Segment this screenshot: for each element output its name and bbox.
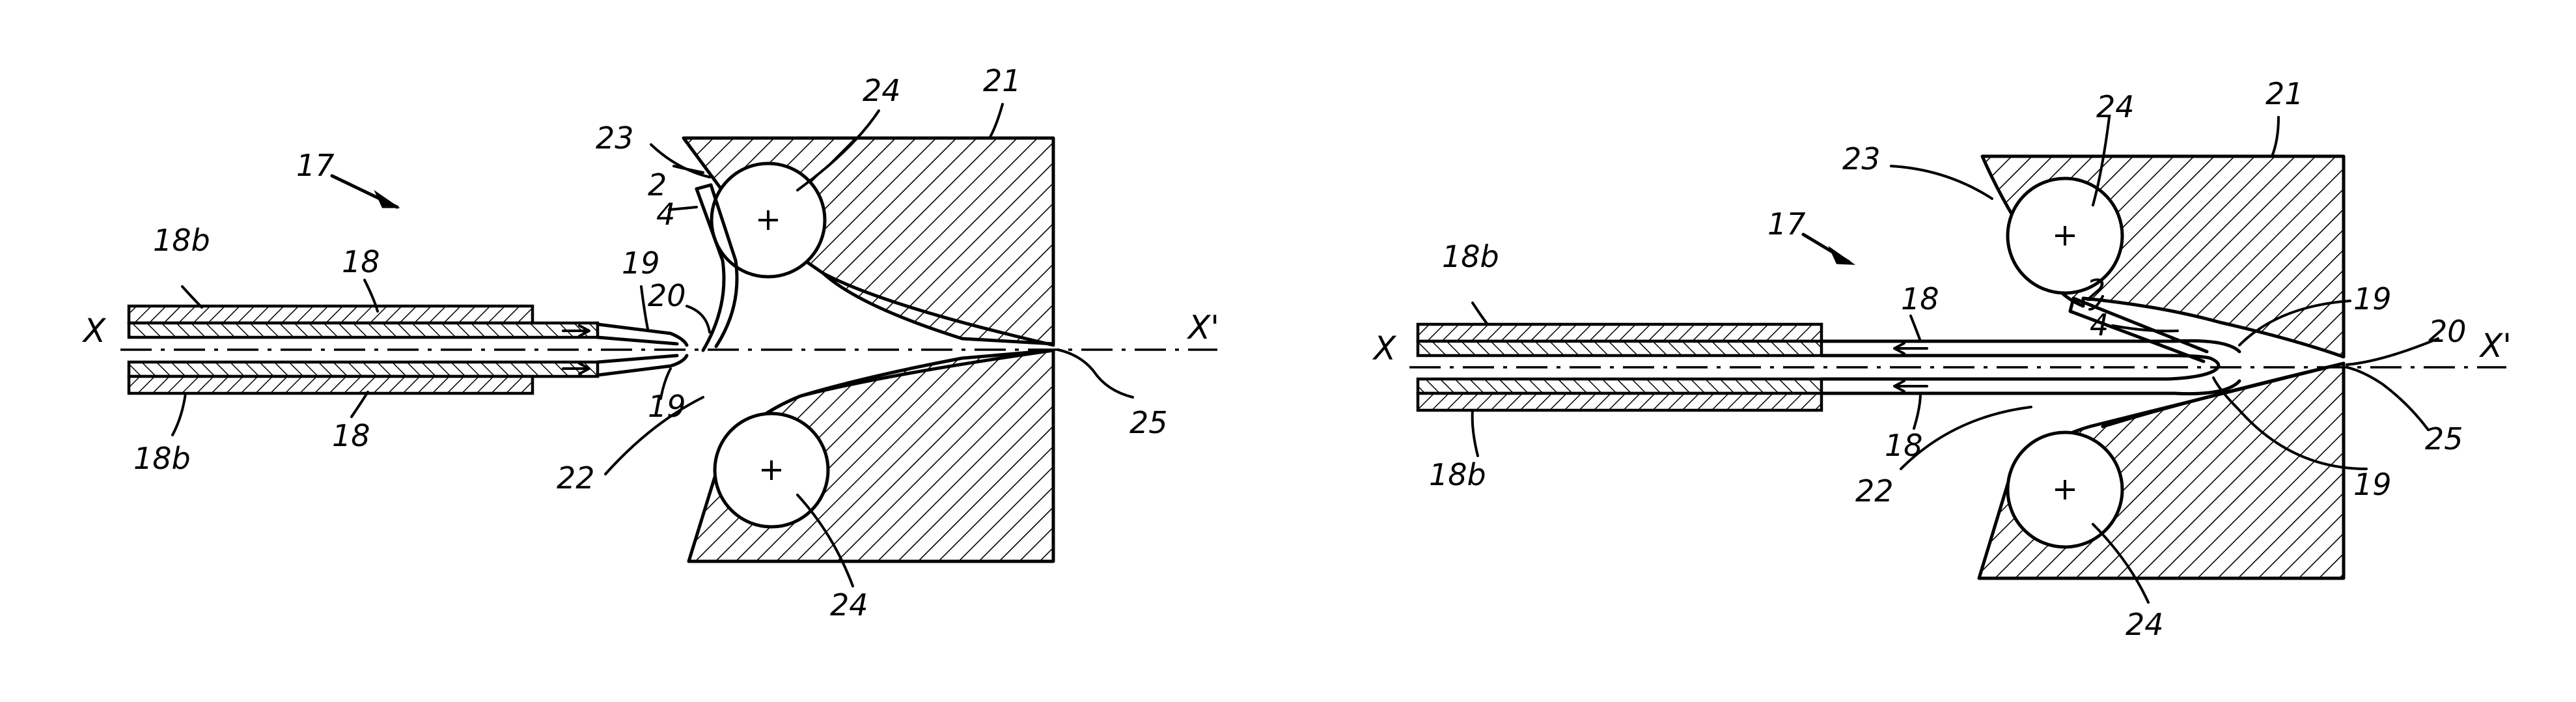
ref-23: 23	[596, 120, 634, 156]
ref-18b-top: 18b	[153, 223, 210, 258]
ref-25: 25	[1129, 405, 1168, 440]
ref-18-bottom: 18	[332, 418, 370, 453]
ref-21: 21	[2265, 76, 2304, 111]
ref-x: X	[1372, 330, 1397, 367]
ref-4: 4	[656, 197, 675, 232]
ref-19-top: 19	[2353, 281, 2392, 316]
ref-17: 17	[296, 148, 335, 183]
ref-17: 17	[1767, 206, 1806, 242]
ref-18b-top: 18b	[1442, 239, 1499, 274]
figure-right: 17 18b 18 18 18b X X' 19 20 19 2 4 23 24…	[1372, 76, 2512, 642]
ref-18b-bottom: 18b	[1429, 457, 1486, 492]
ref-18-top: 18	[342, 244, 380, 279]
ref-21: 21	[983, 63, 1021, 98]
ref-24-bottom: 24	[2126, 607, 2164, 642]
ref-19-bottom: 19	[2353, 467, 2392, 502]
ref-4: 4	[2090, 307, 2109, 343]
ref-25: 25	[2425, 421, 2463, 456]
outer-layer-lower	[129, 376, 533, 393]
ref-20: 20	[648, 278, 686, 313]
ref-18-top: 18	[1901, 281, 1939, 316]
ref-x: X	[81, 312, 107, 350]
inner-layer-lower	[1418, 379, 1821, 393]
ref-19-bottom: 19	[648, 389, 686, 424]
ref-20: 20	[2428, 314, 2467, 349]
ref-2: 2	[2086, 273, 2105, 308]
ref-x-prime: X'	[1186, 309, 1219, 346]
ref-18-bottom: 18	[1885, 428, 1923, 463]
inner-layer-upper	[129, 323, 598, 337]
inner-layer-upper	[1418, 341, 1821, 356]
ref-24-bottom: 24	[830, 587, 868, 623]
ref-23: 23	[1842, 141, 1881, 176]
figure-left: 17 18b 18 18 18b X X' 19 20 19 2 4 23 24…	[81, 63, 1219, 623]
outer-layer-lower	[1418, 393, 1821, 410]
inner-layer-lower	[129, 362, 598, 376]
outer-layer-upper	[1418, 324, 1821, 341]
ref-24-top: 24	[863, 73, 901, 108]
ref-22: 22	[557, 460, 595, 496]
outer-layer-upper	[129, 306, 533, 323]
ref-x-prime: X'	[2478, 327, 2512, 365]
ref-18b-bottom: 18b	[133, 441, 191, 476]
ref-22: 22	[1855, 473, 1894, 509]
ref-19-top: 19	[622, 246, 660, 281]
ref-24-top: 24	[2096, 89, 2135, 124]
